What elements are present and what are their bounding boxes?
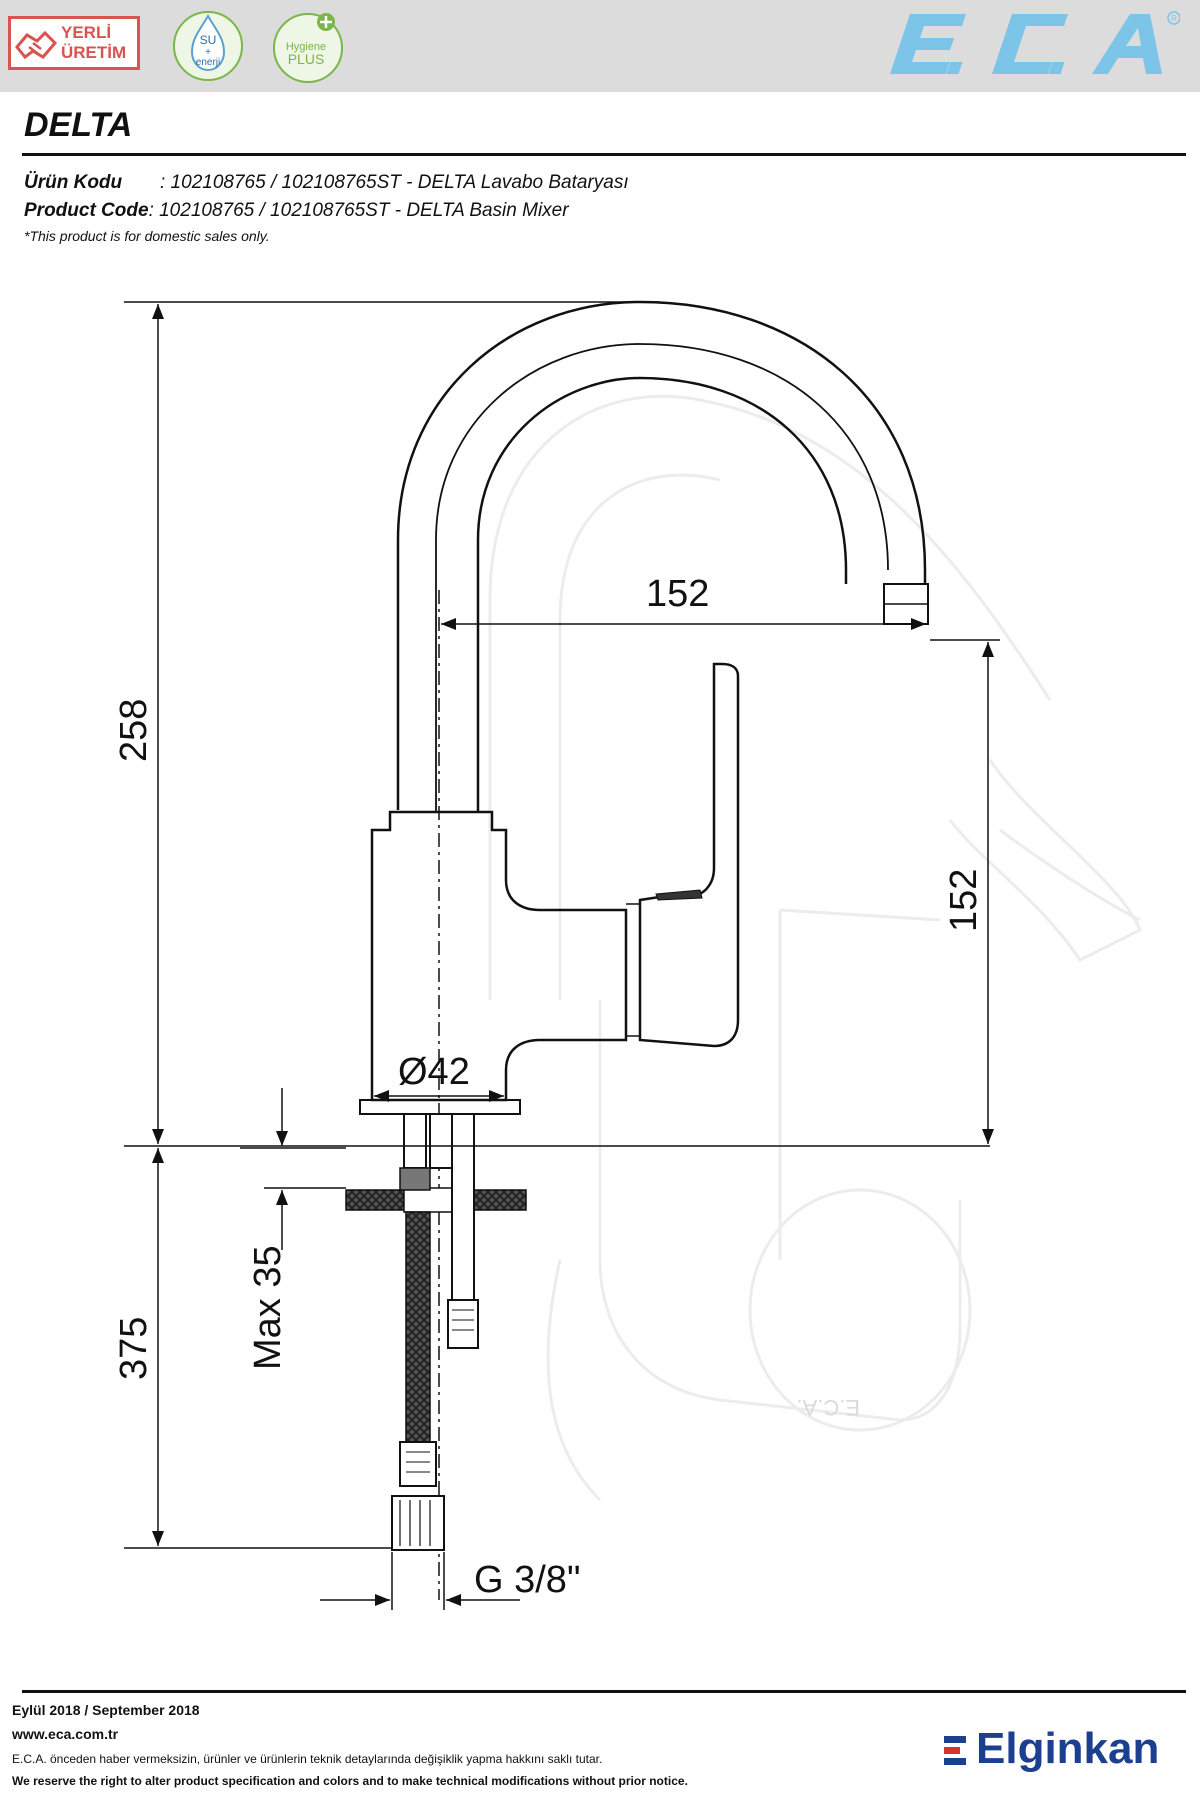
eca-brand-logo: R (890, 11, 1180, 74)
svg-text:enerji: enerji (196, 57, 220, 68)
dim-below-deck: 375 (113, 1317, 155, 1380)
footer-date: Eylül 2018 / September 2018 (12, 1702, 200, 1718)
footer-disclaimer-tr: E.C.A. önceden haber vermeksizin, ürünle… (12, 1752, 603, 1766)
domestic-note: *This product is for domestic sales only… (24, 228, 270, 244)
su-enerji-seal: SU + enerji (173, 11, 243, 81)
urun-kodu-value: : 102108765 / 102108765ST - DELTA Lavabo… (160, 172, 629, 193)
product-title: DELTA (24, 106, 133, 144)
elginkan-logo: Elginkan (976, 1724, 1160, 1773)
supply-hose (391, 1113, 453, 1551)
engraving-text: E.C.A. (796, 1395, 860, 1420)
handshake-icon (15, 30, 57, 60)
dim-max-deck: Max 35 (247, 1245, 289, 1370)
urun-kodu-label: Ürün Kodu (24, 172, 123, 193)
dim-spout-height: 152 (943, 869, 985, 932)
threaded-rod (447, 1113, 479, 1349)
badge-line-2: ÜRETİM (61, 43, 127, 62)
product-code-value: : 102108765 / 102108765ST - DELTA Basin … (148, 200, 569, 221)
svg-text:Hygiene: Hygiene (286, 41, 326, 53)
countertop-deck (345, 1187, 527, 1213)
urun-kodu-row: Ürün Kodu : 102108765 / 102108765ST - DEL… (24, 172, 629, 194)
title-divider (22, 153, 1186, 156)
footer-disclaimer-en: We reserve the right to alter product sp… (12, 1774, 688, 1788)
badge-line-1: YERLİ (61, 23, 112, 42)
handle-lever (626, 662, 740, 1048)
dim-body-diameter: Ø42 (398, 1051, 470, 1093)
product-code-label: Product Code (24, 200, 149, 221)
spout (396, 300, 929, 812)
dim-total-height: 258 (113, 699, 155, 762)
product-render-ghost (488, 394, 1142, 1502)
svg-text:+: + (205, 47, 211, 58)
svg-text:R: R (1171, 14, 1177, 23)
svg-text:SU: SU (200, 33, 217, 47)
hygiene-plus-seal: Hygiene PLUS (273, 13, 343, 83)
dimension-lines (124, 301, 1000, 1610)
elginkan-logo-mark (944, 1736, 966, 1765)
footer-divider (22, 1690, 1186, 1693)
dim-thread: G 3/8" (474, 1559, 580, 1601)
footer-website[interactable]: www.eca.com.tr (12, 1726, 119, 1742)
svg-text:PLUS: PLUS (288, 51, 325, 67)
product-code-row: Product Code: 102108765 / 102108765ST - … (24, 200, 569, 222)
yerli-uretim-badge: YERLİ ÜRETİM (8, 16, 140, 70)
dim-spout-reach: 152 (646, 573, 709, 615)
